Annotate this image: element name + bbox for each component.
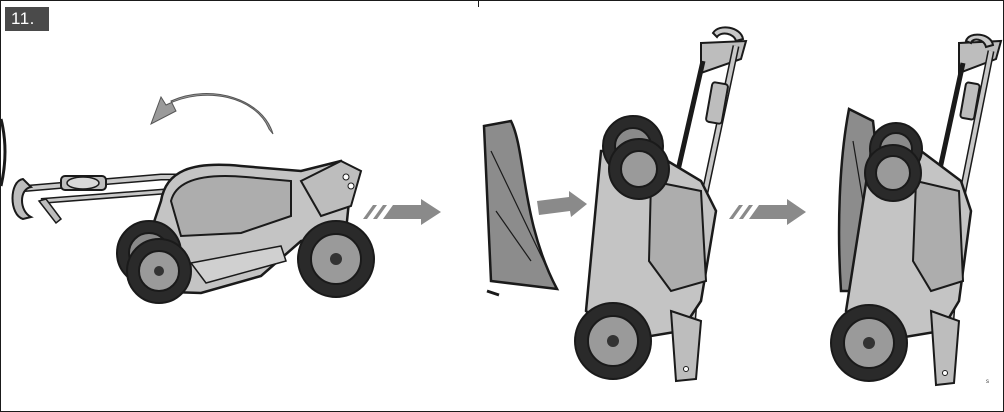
panel-divider [478,1,479,7]
direction-arrow-icon [537,191,587,217]
rotate-arrow-icon [150,93,274,135]
step-number-badge: 11. [5,7,49,31]
direction-arrow-icon [363,199,441,225]
edge-fragment [1,118,7,187]
corner-mark: s [986,379,989,385]
mower-horizontal [11,93,441,304]
bag-attached-upright [830,33,1003,387]
bag-and-upright-mower [482,26,806,383]
direction-arrow-icon [729,199,806,225]
grass-bag [482,119,560,291]
